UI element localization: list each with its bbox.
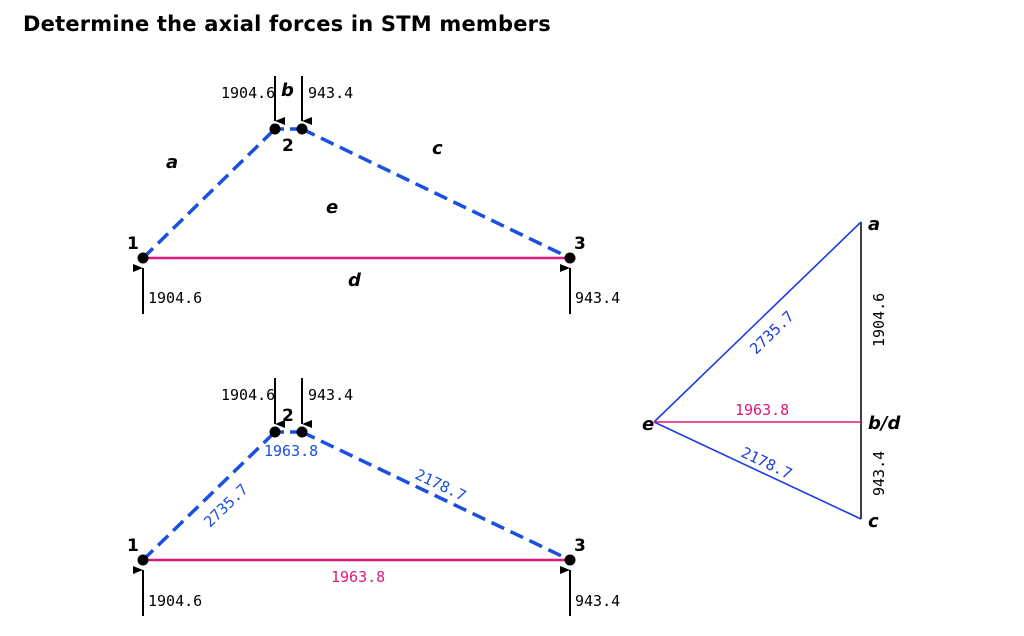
force-polygon: a b/d c e 1904.6 943.4 2735.7 2178.7 196… xyxy=(642,214,901,532)
top-node-2b xyxy=(296,123,308,135)
bottom-strut-right xyxy=(301,430,571,562)
polygon-value-ec: 2178.7 xyxy=(738,443,795,483)
top-support-left-value: 1904.6 xyxy=(148,289,202,307)
top-node-2-label: 2 xyxy=(282,136,294,156)
top-strut-left xyxy=(141,127,277,260)
polygon-point-bd: b/d xyxy=(868,413,901,434)
top-strut-right xyxy=(301,127,571,260)
polygon-line-e-a xyxy=(653,221,862,423)
top-node-3 xyxy=(564,252,576,264)
region-e-label: e xyxy=(326,197,338,218)
polygon-point-a: a xyxy=(868,214,880,235)
bottom-node-2-label: 2 xyxy=(282,406,294,426)
region-a-label: a xyxy=(166,152,178,173)
polygon-point-c: c xyxy=(868,511,879,532)
region-c-label: c xyxy=(432,138,443,159)
bottom-strut-left-force: 2735.7 xyxy=(200,480,251,531)
bottom-tie-force: 1963.8 xyxy=(331,568,385,586)
bottom-load-right-value: 943.4 xyxy=(308,386,353,404)
polygon-value-bc: 943.4 xyxy=(870,451,888,496)
top-node-1 xyxy=(137,252,149,264)
polygon-value-ed: 1963.8 xyxy=(735,401,789,419)
bottom-node-1 xyxy=(137,554,149,566)
bottom-support-right-value: 943.4 xyxy=(575,592,620,610)
bottom-load-left-value: 1904.6 xyxy=(221,386,275,404)
top-support-right-value: 943.4 xyxy=(575,289,620,307)
polygon-value-ab: 1904.6 xyxy=(870,293,888,347)
top-node-2a xyxy=(269,123,281,135)
bottom-node-2a xyxy=(269,426,281,438)
top-truss: 1904.6 943.4 1904.6 943.4 1 2 3 a b c d … xyxy=(127,76,620,314)
polygon-value-ea: 2735.7 xyxy=(746,307,797,358)
bottom-node-3 xyxy=(564,554,576,566)
bottom-truss: 1904.6 943.4 1904.6 943.4 1 2 3 2735.7 2… xyxy=(127,378,620,616)
polygon-point-e: e xyxy=(642,414,654,435)
bottom-node-1-label: 1 xyxy=(127,536,139,556)
top-node-1-label: 1 xyxy=(127,234,139,254)
bottom-node-2b xyxy=(296,426,308,438)
top-load-left-value: 1904.6 xyxy=(221,84,275,102)
bottom-strut-left xyxy=(141,430,277,562)
bottom-node-3-label: 3 xyxy=(574,536,586,556)
bottom-support-left-value: 1904.6 xyxy=(148,592,202,610)
bottom-strut-top-force: 1963.8 xyxy=(264,442,318,460)
region-b-label: b xyxy=(281,80,294,101)
top-load-right-value: 943.4 xyxy=(308,84,353,102)
page-title: Determine the axial forces in STM member… xyxy=(23,12,551,36)
polygon-line-e-c xyxy=(653,421,862,520)
region-d-label: d xyxy=(348,270,362,291)
top-node-3-label: 3 xyxy=(574,234,586,254)
